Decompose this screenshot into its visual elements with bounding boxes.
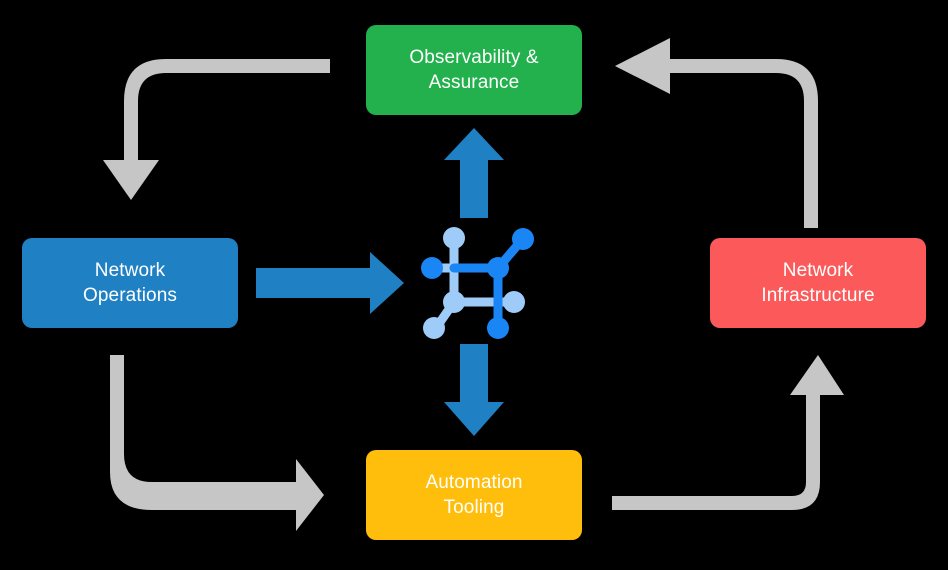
gray-arrow-operations-to-automation (110, 355, 324, 531)
topology-nodes-secondary (423, 227, 525, 339)
network-topology-icon (421, 227, 534, 339)
node-observability-assurance[interactable]: Observability & Assurance (366, 25, 582, 115)
gray-arrow-automation-to-infrastructure (612, 355, 844, 510)
blue-arrow-operations-to-center (256, 252, 404, 314)
node-operations-label: Network Operations (83, 259, 177, 306)
node-automation-label: Automation Tooling (425, 471, 523, 518)
gray-arrow-infrastructure-to-observability (615, 38, 818, 228)
blue-arrow-center-to-automation (444, 344, 504, 436)
node-network-infrastructure[interactable]: Network Infrastructure (710, 238, 926, 328)
node-network-operations[interactable]: Network Operations (22, 238, 238, 328)
topology-nodes-primary (421, 228, 534, 339)
topology-edges-primary (449, 235, 527, 333)
node-infrastructure-label: Network Infrastructure (761, 259, 875, 306)
node-observability-label: Observability & Assurance (409, 46, 539, 93)
gray-arrow-observability-to-operations (103, 59, 330, 200)
node-automation-tooling[interactable]: Automation Tooling (366, 450, 582, 540)
blue-arrow-center-to-observability (444, 128, 504, 218)
